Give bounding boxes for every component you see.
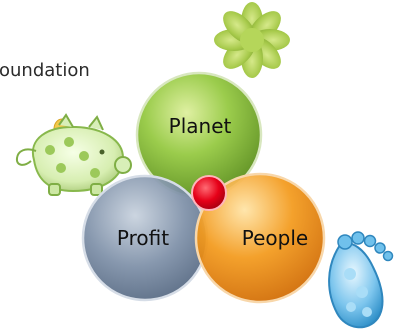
venn-circle-people bbox=[194, 172, 326, 304]
profit-label: Profit bbox=[117, 226, 169, 250]
footprint-icon bbox=[328, 231, 394, 329]
flower-icon bbox=[214, 2, 290, 78]
piggy-bank-icon bbox=[15, 113, 132, 196]
page-title-fragment: oundation bbox=[0, 60, 90, 81]
venn-center-marker bbox=[191, 175, 227, 211]
planet-label: Planet bbox=[169, 114, 232, 138]
people-label: People bbox=[242, 226, 308, 250]
